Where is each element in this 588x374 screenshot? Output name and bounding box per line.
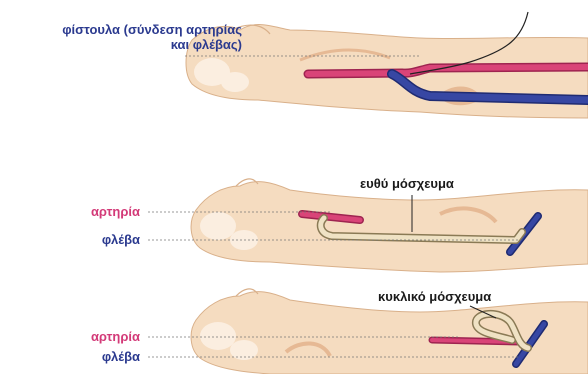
fistula-label-line-2: και φλέβας): [6, 37, 242, 52]
fistula-label: φίστουλα (σύνδεση αρτηρίας και φλέβας): [6, 22, 242, 52]
artery-label-3: αρτηρία: [50, 329, 140, 344]
straight-graft-label: ευθύ μόσχευμα: [360, 176, 454, 191]
loop-graft-label: κυκλικό μόσχευμα: [378, 289, 491, 304]
fistula-label-line-1: φίστουλα (σύνδεση αρτηρίας: [6, 22, 242, 37]
artery-label-2: αρτηρία: [50, 204, 140, 219]
vein-label-3: φλέβα: [50, 349, 140, 364]
vein-label-2: φλέβα: [50, 232, 140, 247]
